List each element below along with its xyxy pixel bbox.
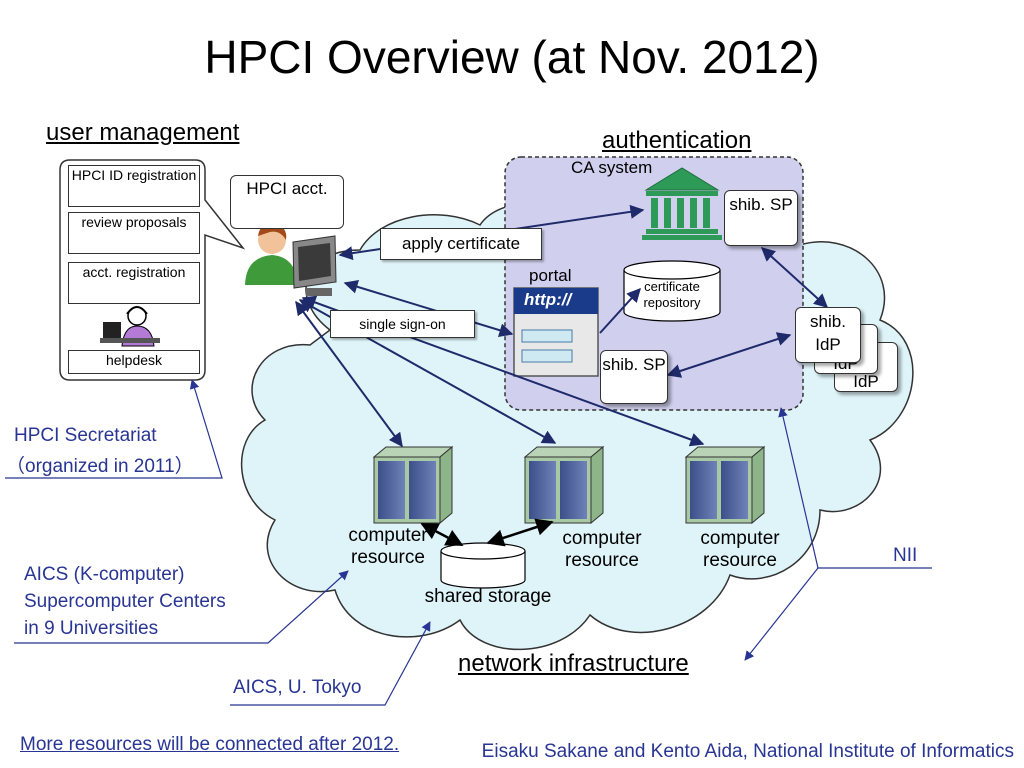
aics-label-line2: Supercomputer Centers [24,591,226,612]
ca-system-label: CA system [571,158,653,177]
aics-tokyo-label: AICS, U. Tokyo [233,677,362,698]
annotation-leaders [5,379,932,706]
item-acct-registration: acct. registration [68,262,200,304]
shared-storage-icon [440,542,526,589]
shib-idp-front: shib. IdP [795,307,861,363]
item-review-proposals: review proposals [68,212,200,254]
section-authentication: authentication [602,127,752,154]
pc-monitor-icon [292,235,337,296]
apply-certificate-label: apply certificate [380,228,542,260]
arrow-sp-top-to-idp [760,247,829,308]
single-sign-on-label: single sign-on [330,310,475,338]
helpdesk-operator-icon [100,306,160,347]
hpci-secretariat-label: HPCI Secretariat [14,425,157,446]
organized-label: （organized in 2011） [6,456,194,477]
aics-label-line3: in 9 Universities [24,618,159,639]
server-rack-icon-2 [523,445,605,525]
shared-storage-label: shared storage [424,586,552,607]
section-user-management: user management [46,119,240,146]
aics-label-line1: AICS (K-computer) [24,564,185,585]
computer-resource-label-2: computer resource [562,528,642,571]
computer-resource-label-3: computer resource [700,528,780,571]
shib-sp-top: shib. SP [724,190,798,246]
more-resources-note: More resources will be connected after 2… [20,734,400,755]
portal-url-text: http:// [524,290,572,309]
shib-sp-bottom: shib. SP [600,350,668,404]
computer-resource-label-1: computer resource [348,525,428,568]
ca-building-icon [642,167,722,240]
server-rack-icon-3 [684,445,766,525]
arrow-sp-to-idp [666,332,792,378]
hpci-acct-callout: HPCI acct. [230,175,344,229]
nii-label: NII [893,545,918,566]
server-rack-icon-1 [372,445,454,525]
item-hpci-id-registration: HPCI ID registration [68,165,200,207]
item-helpdesk: helpdesk [68,350,200,374]
portal-label: portal [529,266,572,285]
slide-title: HPCI Overview (at Nov. 2012) [204,31,820,83]
user-icon [245,223,298,285]
section-network-infrastructure: network infrastructure [458,650,689,677]
storage-arrows [420,518,554,547]
certificate-repository-label: certificate repository [643,279,701,310]
footer-credit: Eisaku Sakane and Kento Aida, National I… [481,741,1014,762]
arrow-portal-to-repository [599,287,641,334]
